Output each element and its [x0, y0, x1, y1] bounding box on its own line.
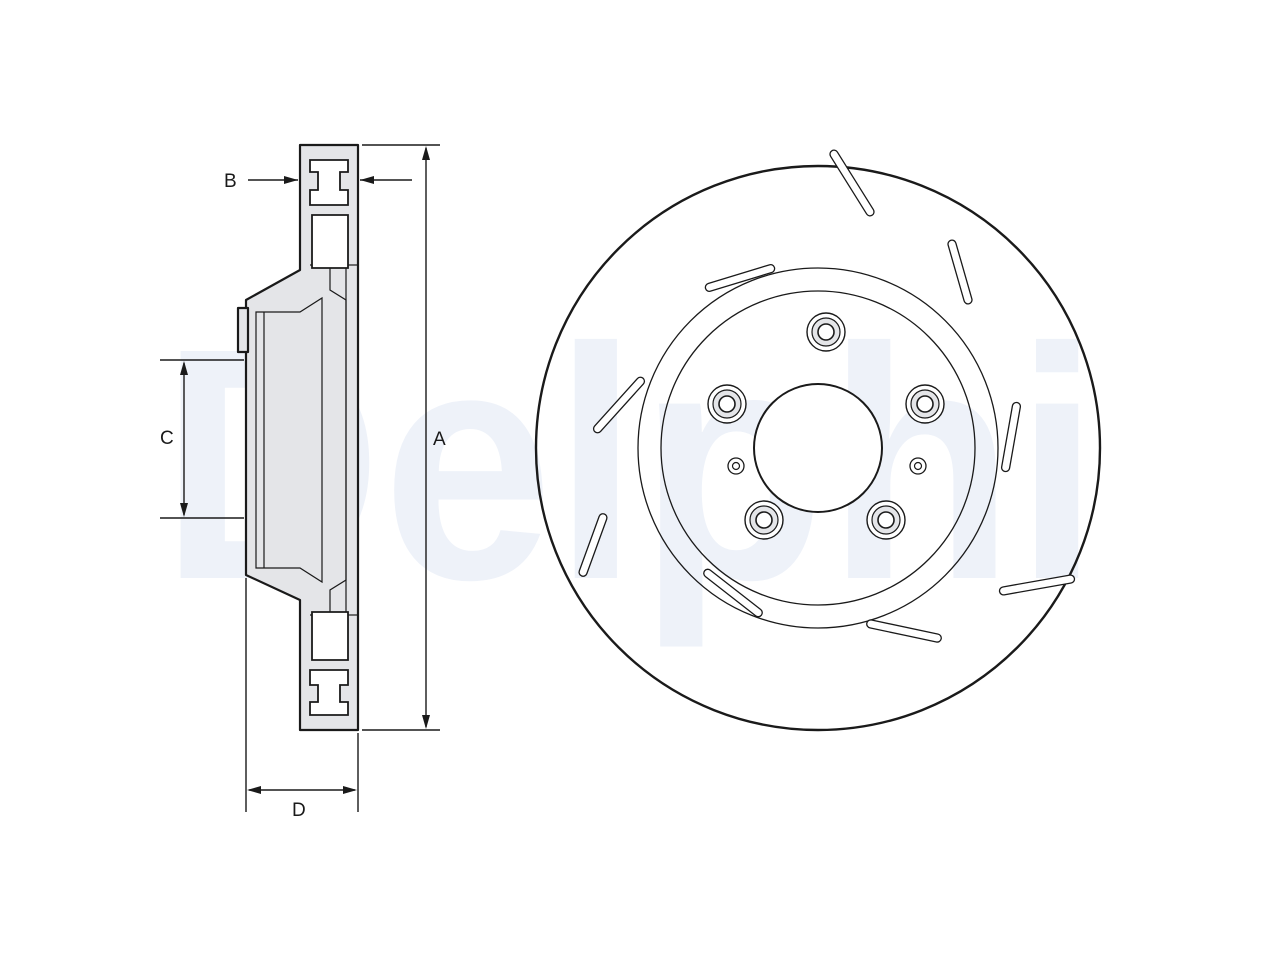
brake-slots [578, 149, 1076, 643]
disc-front-view [534, 149, 1102, 732]
disc-outer-edge [534, 164, 1102, 732]
friction-ring-inner [637, 267, 999, 629]
hub-flange [255, 296, 323, 584]
bolt-hole-1 [806, 312, 846, 352]
slot-6 [578, 513, 608, 577]
slot-8 [703, 568, 763, 618]
locating-hole-left [727, 457, 745, 475]
dimension-d: D [245, 578, 359, 821]
vane-upper [309, 159, 349, 206]
label-c: C [160, 428, 174, 449]
slot-2 [947, 239, 973, 305]
bolt-hole-3 [905, 384, 945, 424]
locating-hole-right [909, 457, 927, 475]
disc-profile [244, 143, 360, 732]
hat-ring [660, 290, 976, 606]
bolt-hole-2 [707, 384, 747, 424]
dimension-c: C [160, 359, 244, 519]
slot-9 [866, 619, 942, 643]
slot-4 [1000, 401, 1022, 473]
label-b: B [224, 171, 237, 192]
disc-side-view [236, 143, 360, 732]
vane-lower [309, 669, 349, 716]
wheel-stud [236, 306, 250, 354]
label-d: D [292, 800, 306, 821]
slot-7 [998, 574, 1076, 596]
dimension-b: B [224, 171, 412, 192]
bolt-hole-4 [744, 500, 784, 540]
center-bore [753, 383, 883, 513]
slot-3 [704, 263, 776, 293]
bolt-hole-5 [866, 500, 906, 540]
dimension-a: A [362, 144, 446, 731]
slot-5 [592, 376, 646, 434]
label-a: A [433, 429, 446, 450]
slot-1 [829, 149, 875, 217]
